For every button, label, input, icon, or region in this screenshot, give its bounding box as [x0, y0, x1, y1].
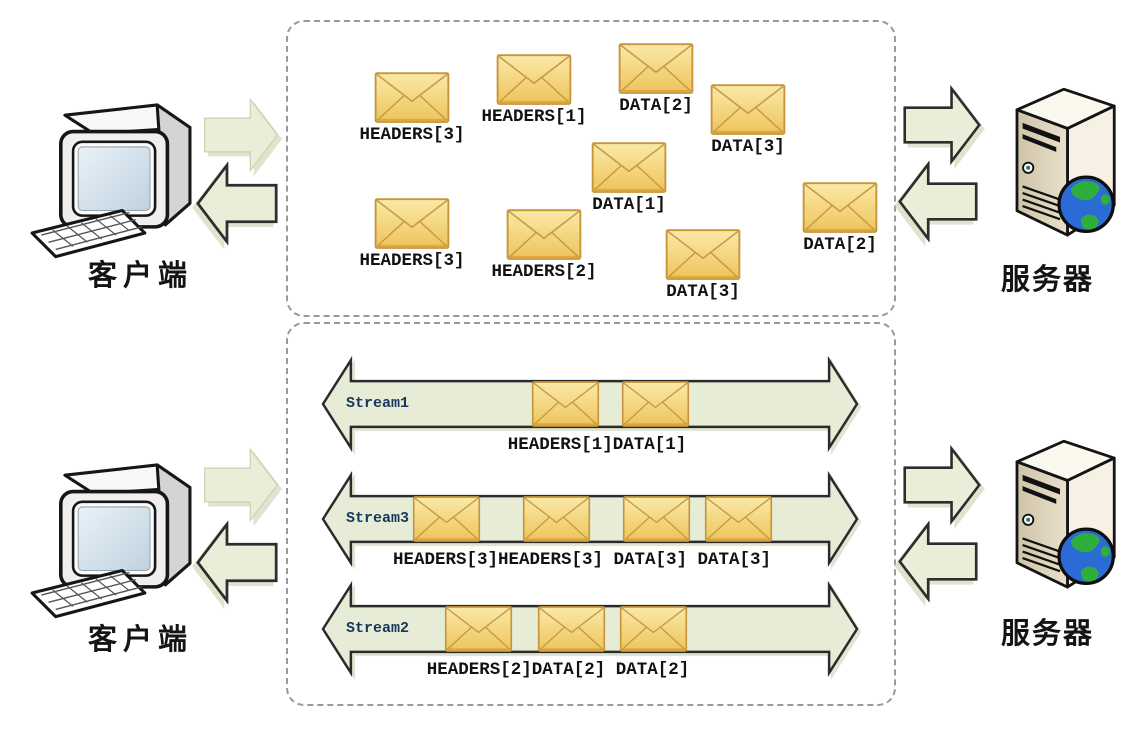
frame-label: HEADERS[3]	[359, 251, 465, 271]
envelope-icon	[619, 43, 694, 94]
stream-caption: HEADERS[3]HEADERS[3] DATA[3] DATA[3]	[392, 550, 772, 570]
server-to-client-arrow-icon	[898, 155, 978, 248]
frame-label: DATA[1]	[592, 195, 666, 215]
server-to-client-arrow-icon	[196, 156, 278, 251]
envelope-icon	[619, 381, 692, 427]
envelope-icon	[702, 496, 775, 542]
envelope-icon	[803, 182, 878, 233]
client-label: 客户端	[87, 624, 193, 656]
stream-name: Stream1	[346, 395, 410, 412]
envelope-icon	[592, 142, 667, 193]
frame-label: HEADERS[1]	[481, 107, 587, 127]
envelope-icon	[620, 496, 693, 542]
streams-box: Stream1 HEADERS[1]DATA[1] Stream3 HEADER…	[286, 322, 896, 706]
frame-item: DATA[1]	[592, 142, 667, 215]
envelope-icon	[535, 606, 608, 652]
frame-item: HEADERS[2]	[491, 209, 597, 282]
frame-label: DATA[3]	[711, 137, 785, 157]
envelope-icon	[375, 198, 450, 249]
frame-label: DATA[2]	[803, 235, 877, 255]
frame-item: DATA[3]	[666, 229, 741, 302]
stream-name: Stream3	[346, 510, 410, 527]
frame-item: DATA[3]	[711, 84, 786, 157]
envelope-icon	[529, 381, 602, 427]
frame-item: HEADERS[1]	[481, 54, 587, 127]
frame-label: HEADERS[2]	[491, 262, 597, 282]
envelope-icon	[617, 606, 690, 652]
frame-label: HEADERS[3]	[359, 125, 465, 145]
interleaved-frames-box: HEADERS[3] HEADERS[1] DATA[2] DATA[3] DA…	[286, 20, 896, 317]
envelope-icon	[497, 54, 572, 105]
envelope-icon	[507, 209, 582, 260]
frame-item: DATA[2]	[803, 182, 878, 255]
envelope-icon	[711, 84, 786, 135]
server-tower-icon	[985, 430, 1135, 603]
envelope-icon	[410, 496, 483, 542]
stream-row: Stream2 HEADERS[2]DATA[2] DATA[2]	[320, 580, 860, 692]
envelope-icon	[375, 72, 450, 123]
stream-caption: HEADERS[1]DATA[1]	[507, 435, 687, 455]
frame-item: DATA[2]	[619, 43, 694, 116]
client-label: 客户端	[87, 260, 193, 292]
server-to-client-arrow-icon	[898, 515, 978, 608]
envelope-icon	[442, 606, 515, 652]
stream-name: Stream2	[346, 620, 410, 637]
server-label: 服务器	[1000, 264, 1094, 296]
stream-caption: HEADERS[2]DATA[2] DATA[2]	[426, 660, 690, 680]
frame-item: HEADERS[3]	[359, 198, 465, 271]
frame-label: DATA[2]	[619, 96, 693, 116]
frame-label: DATA[3]	[666, 282, 740, 302]
stream-row: Stream3 HEADERS[3]HEADERS[3] DATA[3] DAT…	[320, 470, 860, 582]
frame-item: HEADERS[3]	[359, 72, 465, 145]
envelope-icon	[666, 229, 741, 280]
server-to-client-arrow-icon	[196, 515, 278, 610]
envelope-icon	[520, 496, 593, 542]
server-tower-icon	[985, 78, 1135, 251]
server-label: 服务器	[1000, 618, 1094, 650]
stream-row: Stream1 HEADERS[1]DATA[1]	[320, 355, 860, 467]
